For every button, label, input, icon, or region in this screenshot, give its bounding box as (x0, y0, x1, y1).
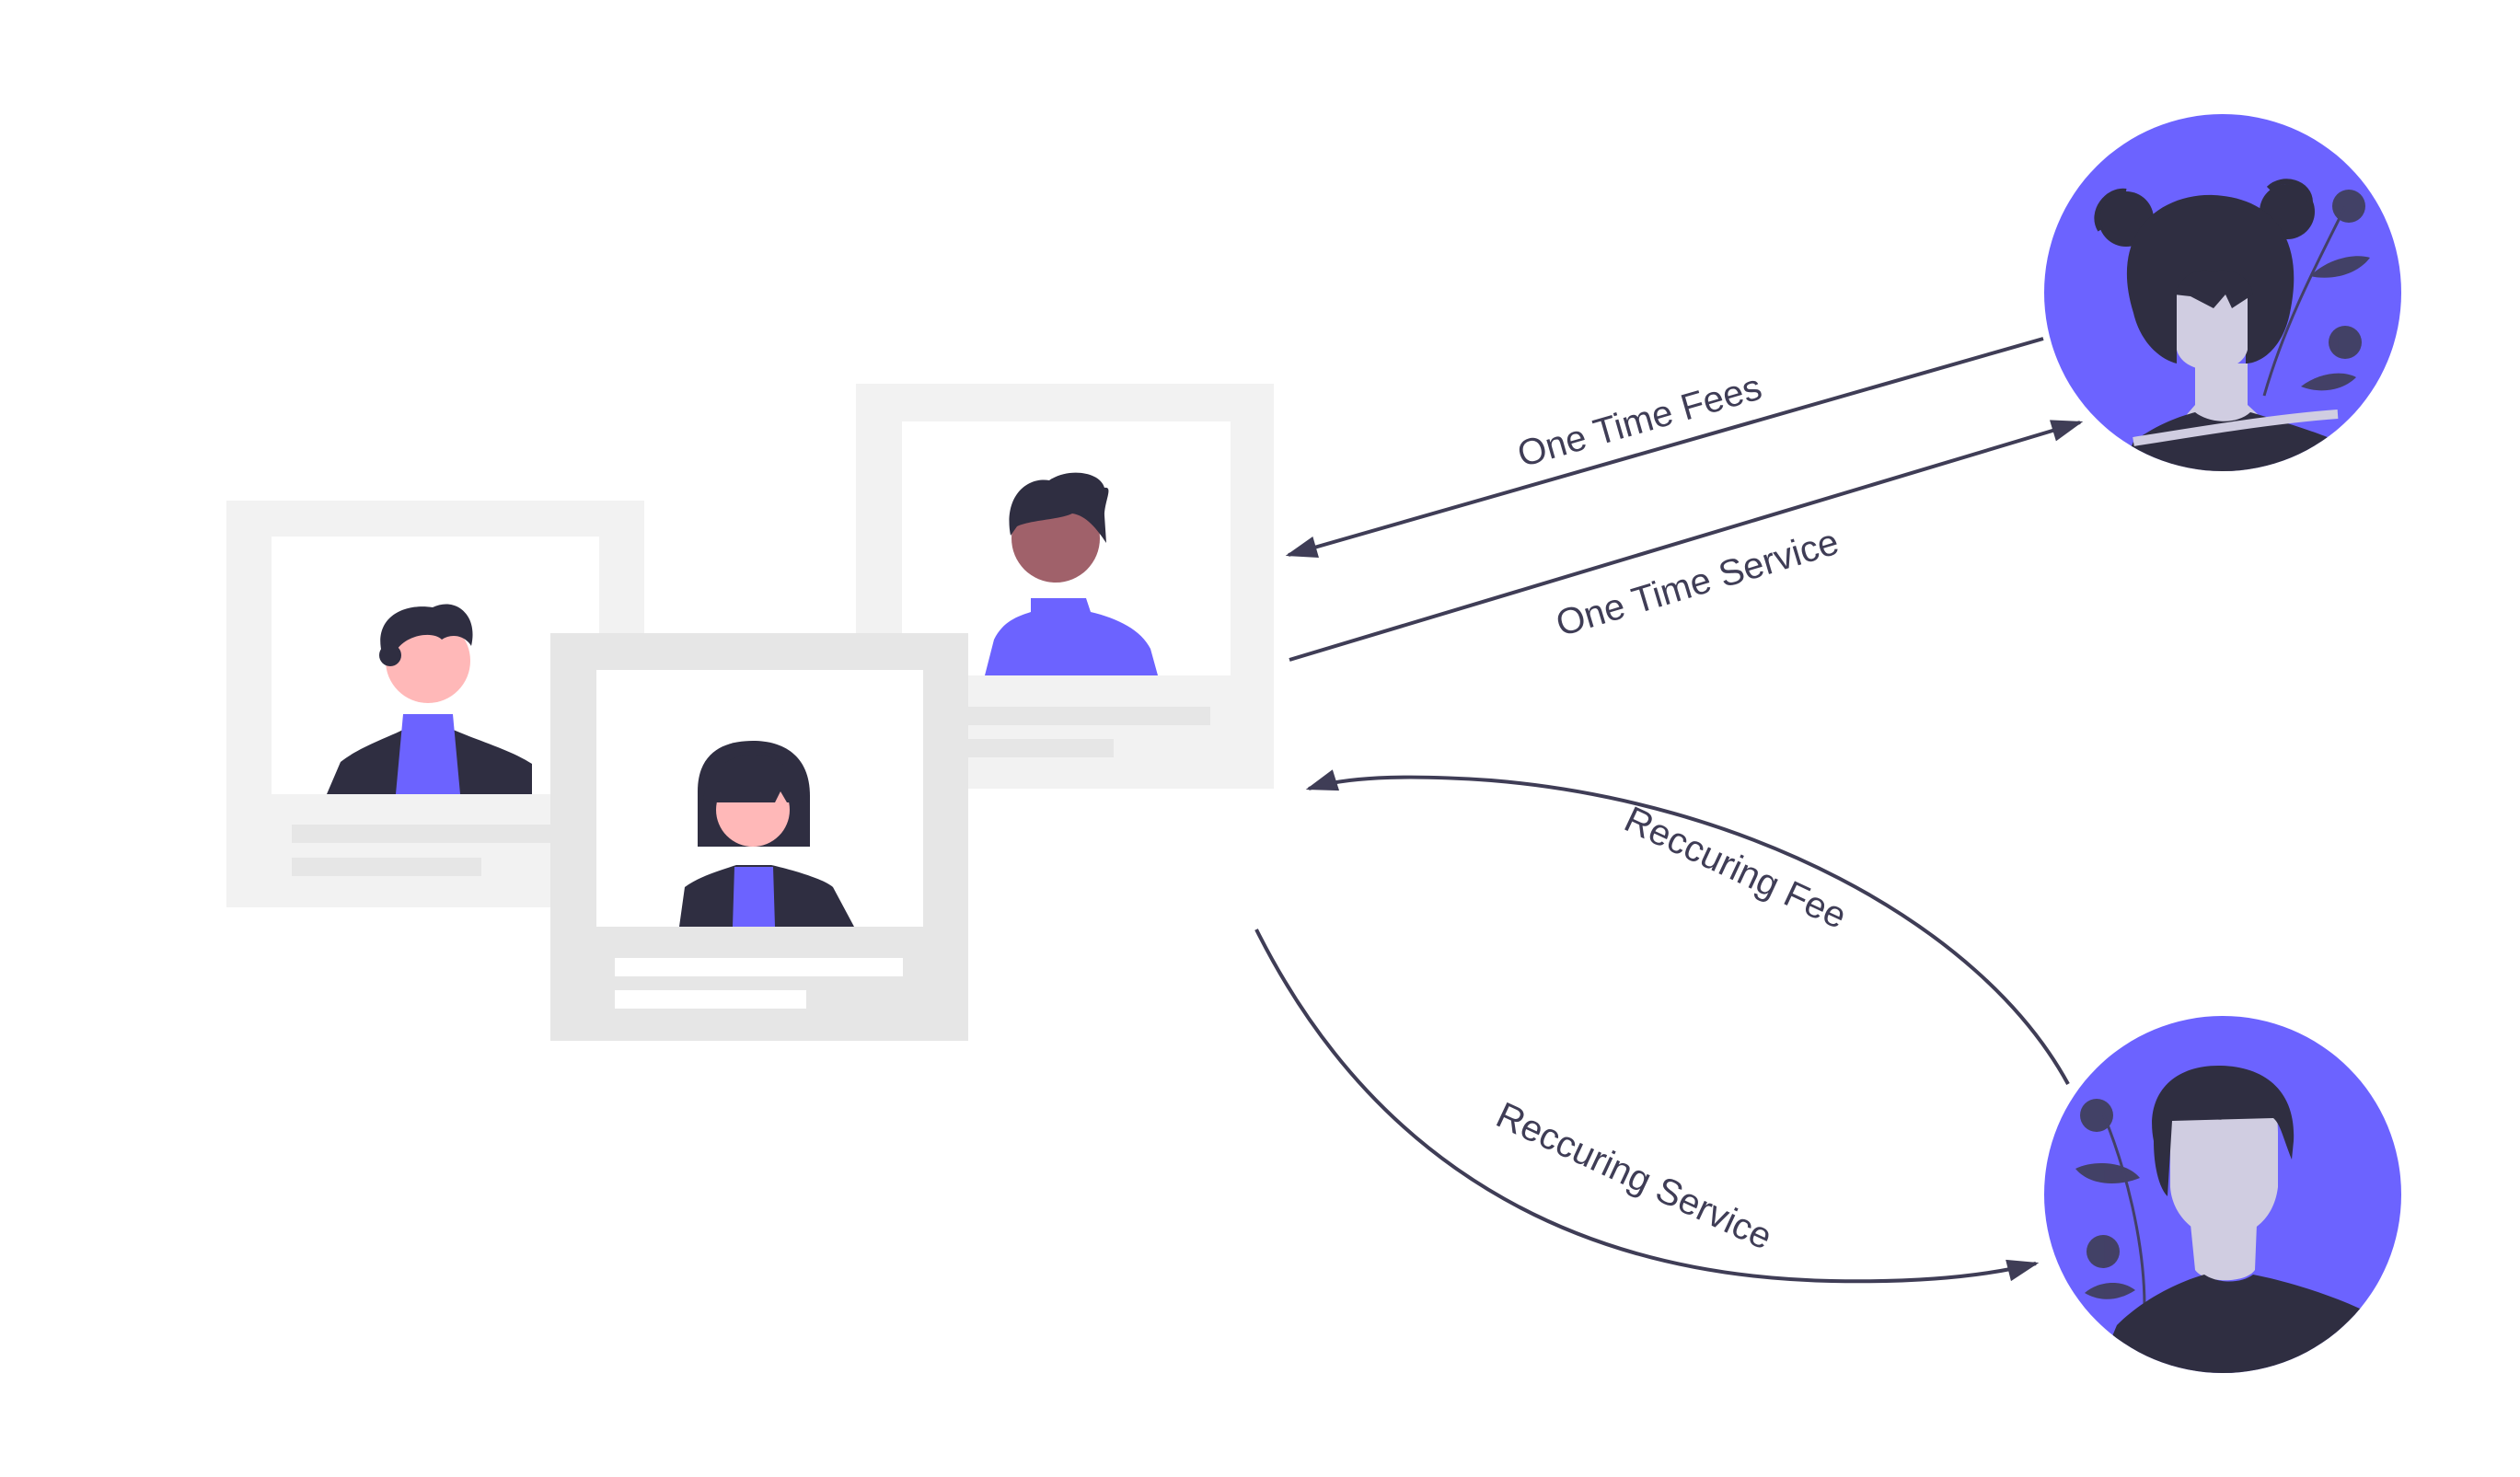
man-purple-shirt-icon (985, 472, 1158, 675)
one-time-service-arrow (1289, 420, 2084, 662)
leaf-decoration-icon (2075, 1099, 2146, 1308)
reccuring-fee-arrow (1305, 769, 2070, 1085)
reccuring-service-label: Reccuring Service (1490, 1095, 1778, 1258)
card-text-line (925, 739, 1114, 757)
one-time-fees-arrow (1285, 337, 2044, 559)
woman-avatar (2044, 114, 2401, 471)
card-text-line (292, 825, 595, 843)
flows: One Time Fees One Time Service Reccuring… (1254, 337, 2084, 1284)
one-time-fees-flow: One Time Fees (1285, 337, 2044, 559)
card-text-line (615, 990, 806, 1009)
reccuring-fee-flow: Reccuring Fee (1305, 769, 2070, 1085)
one-time-service-flow: One Time Service (1289, 420, 2084, 662)
leaf-decoration-icon (2262, 190, 2370, 397)
card-text-line (925, 707, 1210, 725)
man-suit-icon (327, 604, 532, 794)
one-time-fees-label: One Time Fees (1513, 367, 1766, 476)
reccuring-service-arrow (1254, 929, 2040, 1284)
reccuring-service-flow: Reccuring Service (1254, 929, 2040, 1284)
profile-card-woman-suit (550, 633, 968, 1041)
one-time-service-label: One Time Service (1552, 522, 1844, 644)
card-text-line (292, 858, 481, 876)
woman-suit-icon (679, 741, 854, 927)
card-text-line (615, 958, 903, 976)
man-avatar (2044, 1016, 2401, 1373)
